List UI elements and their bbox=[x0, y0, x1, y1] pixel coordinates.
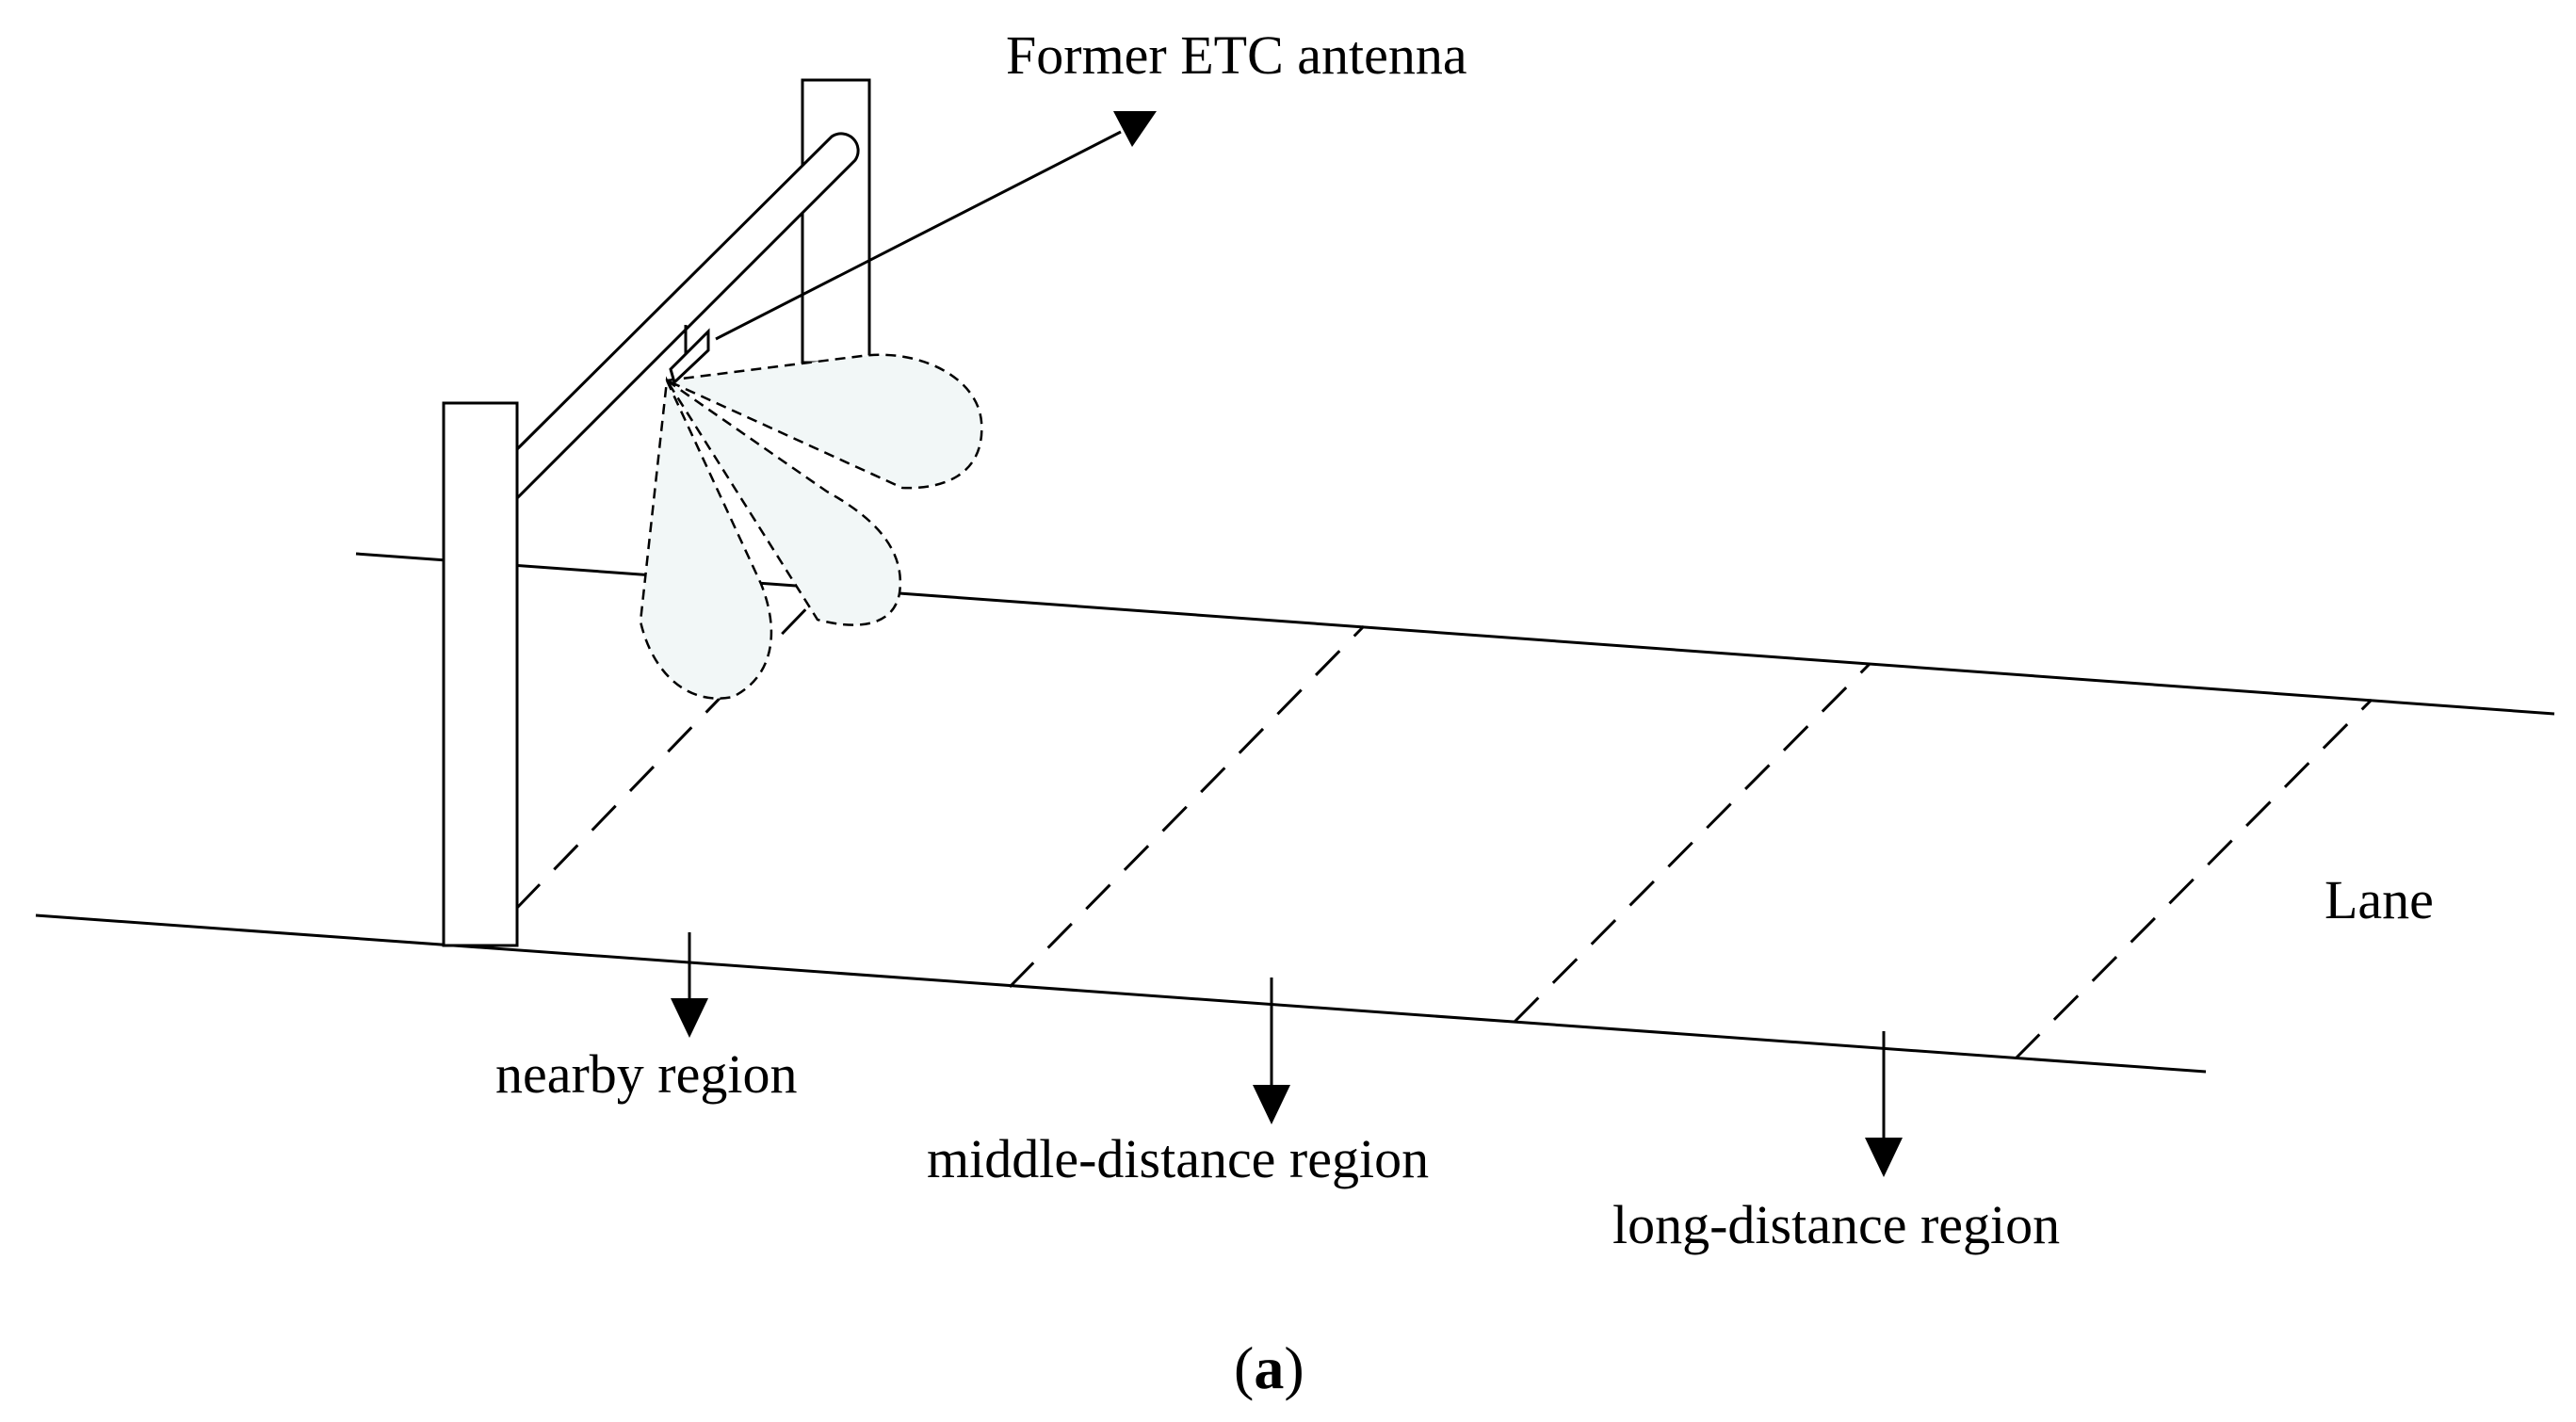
panel-label: (a) bbox=[1234, 1334, 1304, 1401]
long-region-label: long-distance region bbox=[1612, 1194, 2060, 1255]
lane-near-edge bbox=[35, 913, 2207, 1074]
middle-region-label: middle-distance region bbox=[927, 1128, 1429, 1189]
gantry-arm bbox=[514, 132, 860, 503]
beam-lobe-far bbox=[662, 353, 983, 490]
region-arrows bbox=[671, 932, 1903, 1177]
beam-lobe-mid bbox=[665, 379, 902, 626]
divider-long-end bbox=[2014, 698, 2373, 1060]
panel-open-paren: ( bbox=[1234, 1334, 1254, 1401]
gantry bbox=[442, 78, 871, 947]
antenna-panel bbox=[669, 328, 710, 385]
panel-close-paren: ) bbox=[1284, 1334, 1304, 1401]
beam-lobe-near bbox=[639, 376, 773, 700]
nearby-arrow-head bbox=[671, 998, 708, 1038]
panel-letter: a bbox=[1254, 1334, 1284, 1401]
divider-nearby-middle bbox=[1008, 624, 1366, 989]
lane-label: Lane bbox=[2325, 869, 2434, 930]
antenna-pointer-arrow bbox=[715, 111, 1157, 341]
divider-nearby-start bbox=[514, 593, 821, 911]
antenna-label: Former ETC antenna bbox=[1006, 24, 1467, 86]
antenna-device bbox=[669, 325, 710, 385]
antenna-pointer-head bbox=[1113, 111, 1157, 147]
middle-arrow-head bbox=[1253, 1085, 1290, 1124]
front-post bbox=[442, 401, 519, 947]
divider-middle-long bbox=[1513, 662, 1871, 1024]
antenna-pointer-line bbox=[715, 130, 1122, 341]
nearby-region-label: nearby region bbox=[495, 1043, 797, 1105]
long-arrow-head bbox=[1865, 1138, 1903, 1177]
antenna-beams bbox=[639, 353, 983, 700]
region-dividers bbox=[514, 593, 2373, 1060]
rear-post bbox=[801, 78, 871, 364]
